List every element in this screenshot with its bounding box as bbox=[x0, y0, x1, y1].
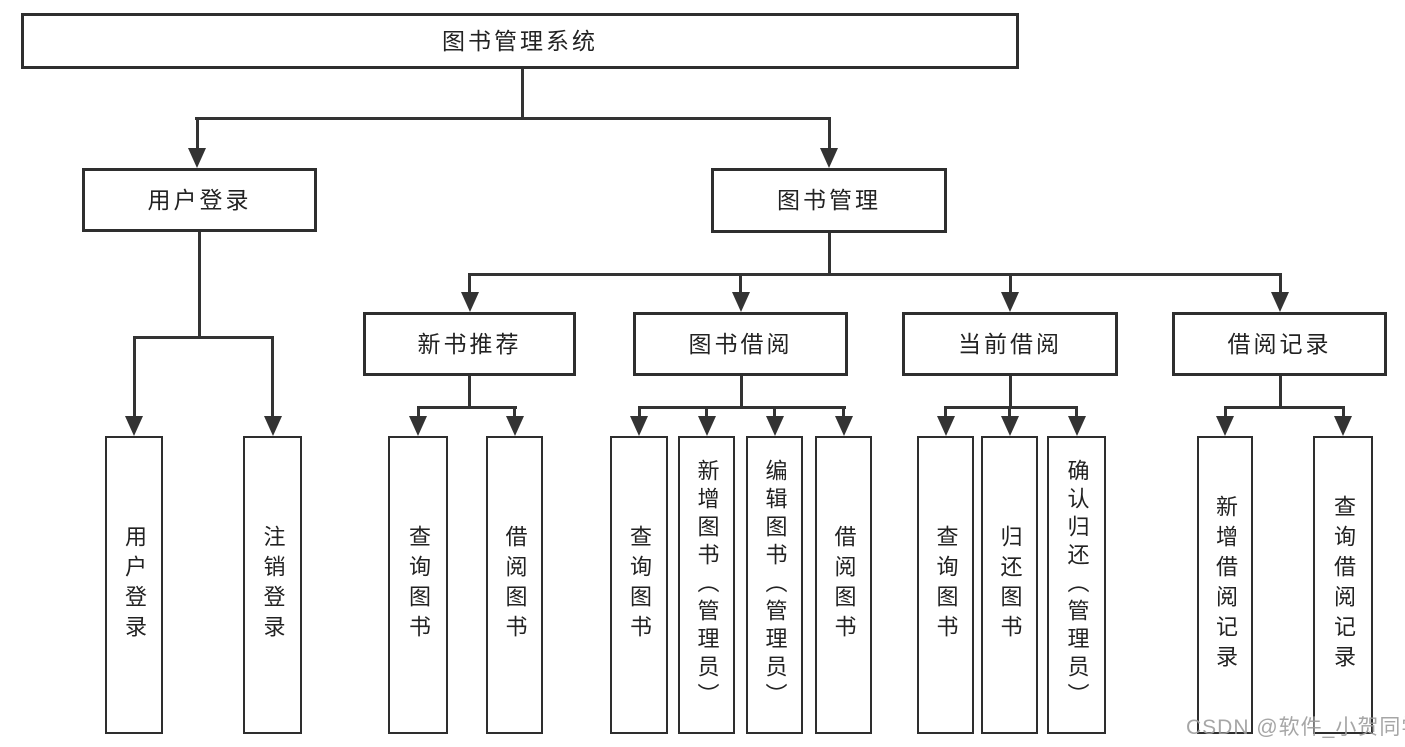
arrowhead-icon bbox=[409, 416, 427, 436]
leaf-confirm-return-admin: 确认归还（管理员） bbox=[1047, 436, 1106, 734]
node-user-login-label: 用户登录 bbox=[147, 186, 252, 213]
leaf-confirm-return-admin-label: 确认归还（管理员） bbox=[1064, 459, 1090, 711]
connector-borrowing-stem bbox=[739, 376, 743, 409]
leaf-query-borrow-record-label: 查询借阅记录 bbox=[1331, 495, 1356, 675]
leaf-borrow-books-a: 借阅图书 bbox=[486, 436, 543, 734]
arrowhead-icon bbox=[765, 416, 784, 436]
connector-to-leaf bbox=[1341, 406, 1345, 418]
connector-to-leaf bbox=[1223, 406, 1227, 418]
connector-records-hline bbox=[1223, 406, 1345, 409]
connector-to-leaf-logout bbox=[271, 336, 274, 417]
connector-to-leaf bbox=[513, 406, 516, 418]
leaf-query-books-a: 查询图书 bbox=[388, 436, 448, 734]
arrowhead-icon bbox=[1067, 416, 1086, 436]
arrowhead-icon bbox=[1001, 292, 1019, 312]
arrowhead-icon bbox=[188, 148, 206, 168]
leaf-query-books-b: 查询图书 bbox=[610, 436, 668, 734]
connector-to-book-borrowing bbox=[739, 273, 742, 293]
arrowhead-icon bbox=[731, 292, 750, 312]
connector-to-leaf bbox=[1075, 406, 1078, 418]
leaf-logout-login: 注销登录 bbox=[243, 436, 302, 734]
arrowhead-icon bbox=[1271, 292, 1289, 312]
connector-newbook-stem bbox=[468, 376, 471, 409]
node-book-management: 图书管理 bbox=[711, 168, 947, 233]
arrowhead-icon bbox=[820, 148, 838, 168]
leaf-query-books-a-label: 查询图书 bbox=[406, 525, 431, 645]
leaf-edit-books-admin-label: 编辑图书（管理员） bbox=[762, 459, 788, 711]
leaf-query-borrow-record: 查询借阅记录 bbox=[1313, 436, 1373, 734]
node-book-management-label: 图书管理 bbox=[777, 187, 881, 213]
connector-records-stem bbox=[1278, 376, 1282, 409]
arrowhead-icon bbox=[505, 416, 524, 436]
node-book-borrowing-label: 图书借阅 bbox=[688, 330, 793, 357]
arrowhead-icon bbox=[1216, 416, 1234, 436]
leaf-return-books: 归还图书 bbox=[981, 436, 1038, 734]
leaf-borrow-books-a-label: 借阅图书 bbox=[502, 525, 528, 645]
node-new-book-recommend: 新书推荐 bbox=[363, 312, 576, 376]
connector-root-hline bbox=[195, 117, 831, 120]
leaf-borrow-books-b-label: 借阅图书 bbox=[831, 525, 857, 645]
connector-to-user-login bbox=[195, 117, 199, 149]
leaf-add-borrow-record-label: 新增借阅记录 bbox=[1213, 495, 1238, 675]
leaf-edit-books-admin: 编辑图书（管理员） bbox=[746, 436, 803, 734]
node-new-book-recommend-label: 新书推荐 bbox=[417, 330, 522, 357]
connector-user-hline bbox=[132, 336, 274, 339]
connector-root-stem bbox=[521, 69, 524, 117]
leaf-add-borrow-record: 新增借阅记录 bbox=[1197, 436, 1253, 734]
leaf-logout-login-label: 注销登录 bbox=[260, 525, 286, 645]
node-current-borrowing: 当前借阅 bbox=[902, 312, 1118, 376]
arrowhead-icon bbox=[936, 416, 955, 436]
csdn-watermark: CSDN @软件_小贺同学 bbox=[1186, 716, 1405, 739]
connector-current-hline bbox=[944, 406, 1078, 409]
node-user-login: 用户登录 bbox=[82, 168, 317, 232]
arrowhead-icon bbox=[697, 416, 716, 436]
node-root: 图书管理系统 bbox=[21, 13, 1019, 69]
arrowhead-icon bbox=[460, 292, 479, 312]
leaf-user-login: 用户登录 bbox=[105, 436, 163, 734]
leaf-add-books-admin-label: 新增图书（管理员） bbox=[694, 459, 720, 711]
arrowhead-icon bbox=[1334, 416, 1352, 436]
connector-to-new-book bbox=[468, 273, 471, 293]
connector-to-leaf bbox=[944, 406, 947, 418]
connector-to-leaf bbox=[773, 406, 776, 418]
leaf-borrow-books-b: 借阅图书 bbox=[815, 436, 872, 734]
leaf-query-books-b-label: 查询图书 bbox=[627, 525, 652, 645]
connector-newbook-hline bbox=[416, 406, 517, 409]
connector-to-current-borrowing bbox=[1008, 273, 1012, 293]
arrowhead-icon bbox=[1000, 416, 1019, 436]
connector-borrowing-hline bbox=[637, 406, 846, 409]
connector-to-leaf bbox=[842, 406, 845, 418]
node-current-borrowing-label: 当前借阅 bbox=[958, 330, 1062, 357]
arrowhead-icon bbox=[263, 416, 282, 436]
leaf-add-books-admin: 新增图书（管理员） bbox=[678, 436, 735, 734]
node-book-borrowing: 图书借阅 bbox=[633, 312, 848, 376]
connector-user-stem bbox=[197, 232, 201, 339]
connector-to-book-management bbox=[827, 117, 831, 149]
node-borrowing-records-label: 借阅记录 bbox=[1227, 330, 1332, 357]
leaf-query-books-c: 查询图书 bbox=[917, 436, 974, 734]
connector-current-stem bbox=[1008, 376, 1012, 409]
leaf-return-books-label: 归还图书 bbox=[997, 525, 1023, 645]
connector-to-leaf bbox=[1008, 406, 1011, 418]
node-borrowing-records: 借阅记录 bbox=[1172, 312, 1387, 376]
arrowhead-icon bbox=[630, 416, 648, 436]
arrowhead-icon bbox=[834, 416, 853, 436]
connector-to-leaf bbox=[705, 406, 708, 418]
leaf-user-login-label: 用户登录 bbox=[122, 525, 147, 645]
connector-to-leaf-user-login bbox=[132, 336, 136, 417]
arrowhead-icon bbox=[125, 416, 143, 436]
connector-to-leaf bbox=[637, 406, 641, 418]
node-root-label: 图书管理系统 bbox=[442, 27, 598, 54]
connector-mgmt-hline bbox=[468, 273, 1281, 276]
leaf-query-books-c-label: 查询图书 bbox=[933, 525, 959, 645]
connector-to-borrowing-records bbox=[1278, 273, 1282, 293]
connector-to-leaf bbox=[416, 406, 420, 418]
connector-mgmt-stem bbox=[827, 233, 831, 276]
